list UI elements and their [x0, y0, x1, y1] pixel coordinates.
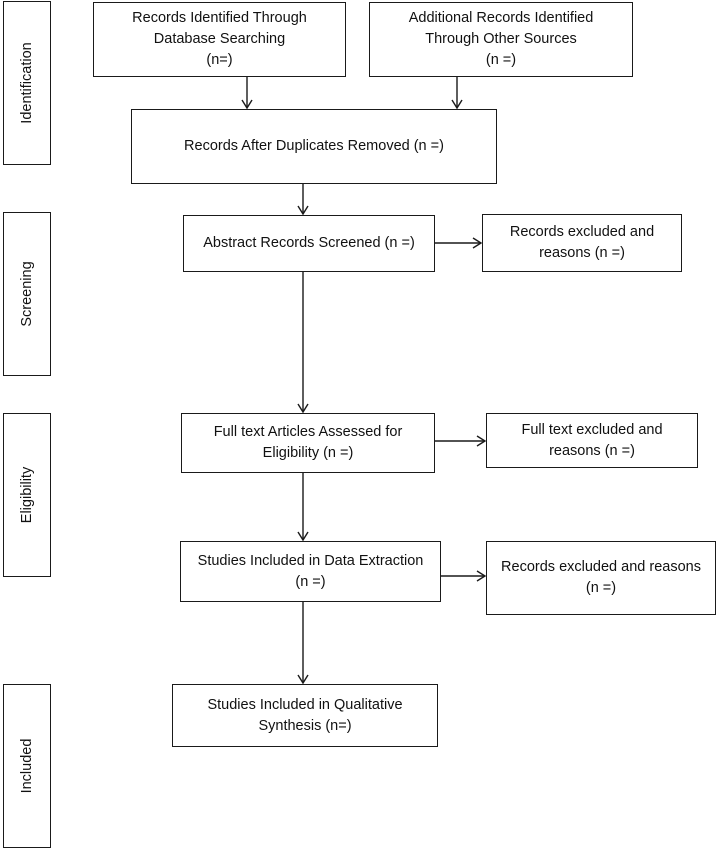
- box-line: reasons (n =): [539, 245, 625, 261]
- database-search-box: Records Identified Through Database Sear…: [93, 2, 346, 77]
- stage-identification: Identification: [3, 1, 51, 165]
- arrow-screened-to-excluded: [435, 237, 483, 249]
- stage-included: Included: [3, 684, 51, 848]
- duplicates-removed-box: Records After Duplicates Removed (n =): [131, 109, 497, 184]
- arrow-extraction-to-excluded: [441, 570, 487, 582]
- box-line: reasons (n =): [549, 442, 635, 459]
- box-line: Synthesis (n=): [258, 717, 352, 734]
- stage-eligibility: Eligibility: [3, 413, 51, 577]
- records-excluded-box: Records excluded and reasons (n =): [482, 214, 682, 272]
- arrow-fulltext-to-extraction: [297, 473, 309, 542]
- abstracts-screened-box: Abstract Records Screened (n =): [183, 215, 435, 272]
- box-line: Records excluded and: [509, 224, 655, 240]
- box-line: (n =): [295, 573, 326, 590]
- box-line: (n =): [585, 580, 617, 596]
- fulltext-excluded-box: Full text excluded and reasons (n =): [486, 413, 698, 468]
- box-line: Abstract Records Screened (n =): [203, 235, 415, 251]
- arrow-extraction-to-synthesis: [297, 602, 309, 685]
- box-line: Records After Duplicates Removed (n =): [184, 138, 444, 154]
- arrow-database-to-duplicates: [241, 77, 253, 110]
- box-line: (n =): [485, 52, 517, 68]
- box-line: Full text excluded and: [521, 421, 663, 438]
- box-line: Database Searching: [153, 31, 286, 47]
- stage-screening: Screening: [3, 212, 51, 376]
- box-line: Full text Articles Assessed for: [213, 424, 403, 440]
- box-line: (n=): [206, 52, 233, 68]
- arrow-screened-to-fulltext: [297, 272, 309, 414]
- box-line: Studies Included in Data Extraction: [197, 552, 424, 569]
- box-line: Records Identified Through: [132, 10, 307, 26]
- arrow-fulltext-to-excluded: [435, 435, 487, 447]
- box-line: Through Other Sources: [425, 31, 577, 47]
- box-line: Eligibility (n =): [262, 445, 354, 461]
- arrow-other-to-duplicates: [451, 77, 463, 110]
- box-line: Additional Records Identified: [408, 10, 594, 26]
- data-extraction-box: Studies Included in Data Extraction (n =…: [180, 541, 441, 602]
- arrow-duplicates-to-screened: [297, 184, 309, 216]
- qualitative-synthesis-box: Studies Included in Qualitative Synthesi…: [172, 684, 438, 747]
- other-sources-box: Additional Records Identified Through Ot…: [369, 2, 633, 77]
- extraction-excluded-box: Records excluded and reasons (n =): [486, 541, 716, 615]
- box-line: Records excluded and reasons: [501, 559, 701, 575]
- fulltext-assessed-box: Full text Articles Assessed for Eligibil…: [181, 413, 435, 473]
- box-line: Studies Included in Qualitative: [207, 696, 403, 713]
